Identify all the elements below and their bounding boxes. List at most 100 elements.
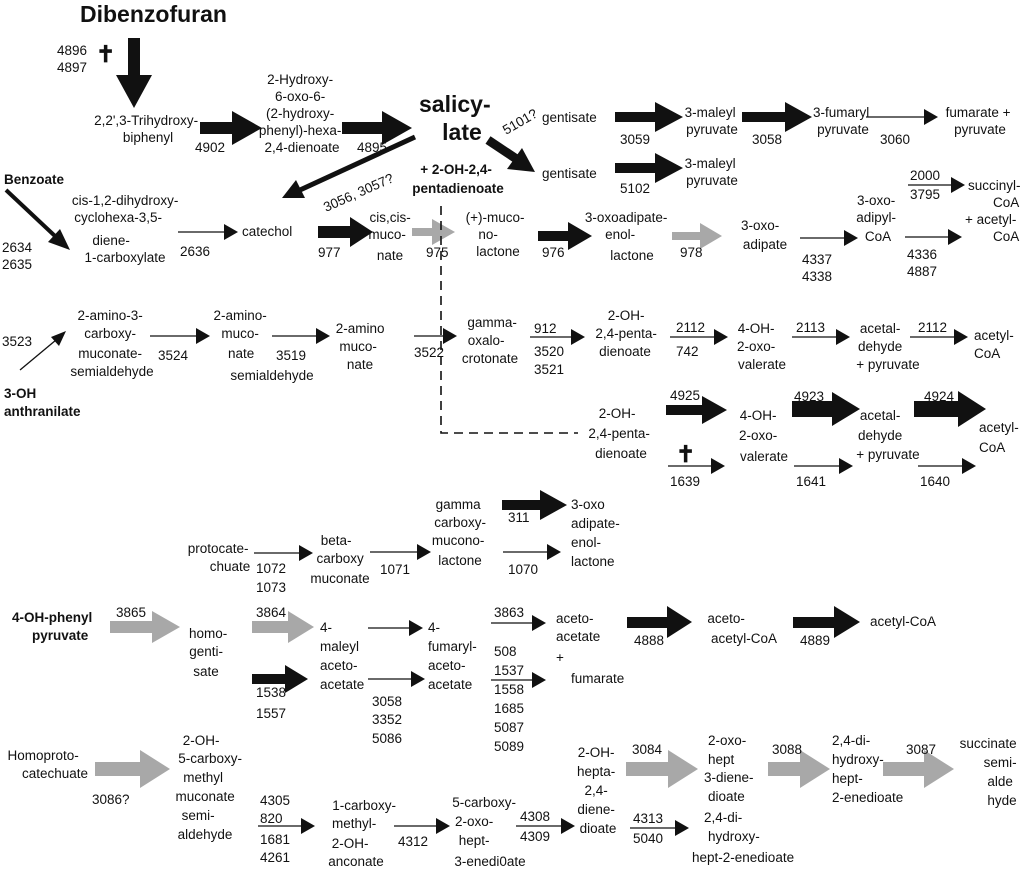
compound-dihydroxyhept: 2,4-di- hydroxy- hept- 2-enedioate: [832, 733, 903, 805]
enzyme-3863: 3863: [494, 605, 524, 620]
arrowhead-oxoadipate-to-coa: [844, 230, 858, 246]
arrowhead-4305: [301, 818, 315, 834]
compound-gammacarboxy: gamma carboxy- mucono- lactone: [432, 497, 490, 568]
enzyme-2112b: 2112: [918, 320, 947, 335]
arrow-pent-to-valerate-low: [666, 396, 727, 424]
enzyme-4312: 4312: [398, 834, 428, 849]
compound-maleylacetoacetate: 4- maleyl aceto- acetate: [320, 620, 364, 692]
arrow-catechol-to-muconate: [318, 217, 373, 247]
compound-ohpentadienoate-low: 2-OH- 2,4-penta- dienoate: [588, 406, 653, 461]
compound-muconolactone: (+)-muco- no- lactone: [466, 210, 529, 259]
compound-catechol: catechol: [242, 224, 292, 239]
arrow-valerate-to-acetal-low: [792, 392, 860, 426]
compound-homogentisate: homo- genti- sate: [189, 626, 231, 679]
compound-acetylcoa-hg: acetyl-CoA: [870, 614, 936, 629]
enzyme-742: 742: [676, 344, 699, 359]
compound-acetaldehyde-mid: acetal- dehyde + pyruvate: [856, 321, 919, 372]
enzyme-4923: 4923: [794, 389, 824, 404]
compound-ohpentadienoate-top: + 2-OH-2,4- pentadienoate: [412, 162, 504, 196]
arrowhead-coa-to-succinyl: [951, 177, 965, 193]
enzyme-2634: 2634 2635: [2, 240, 36, 272]
enzyme-3522: 3522: [414, 345, 444, 360]
arrowhead-salicylate-to-gentisate: [507, 148, 535, 172]
arrow-3084: [626, 750, 698, 788]
compound-homoprotocatechuate: Homoproto- catechuate: [7, 748, 88, 781]
compound-acetaldehyde-low: acetal- dehyde + pyruvate: [856, 408, 919, 462]
arrow-dibenzofuran-to-thb: [116, 38, 152, 108]
compound-protocatechuate: protocate- chuate: [188, 541, 253, 574]
arrow-benzoate: [4, 188, 58, 239]
arrow-homogentisate-to-maleyl: [252, 611, 314, 643]
compound-acetoacetate: aceto- acetate + fumarate: [556, 611, 624, 686]
enzyme-2112a: 2112: [676, 320, 705, 335]
compound-carboxyoxohept: 5-carboxy- 2-oxo- hept- 3-enedi0ate: [452, 795, 525, 869]
enzyme-3519: 3519: [276, 348, 306, 363]
enzyme-1640: 1640: [920, 474, 950, 489]
arrow-hopda-to-salicylate: [342, 111, 412, 145]
enzyme-976: 976: [542, 245, 565, 260]
arrowhead-maleyl-to-fumaryl-aa: [409, 620, 423, 636]
enzyme-4313: 4313 5040: [633, 811, 667, 846]
arrowhead-amino3: [443, 328, 457, 344]
compound-ohoxovalerate-mid: 4-OH- 2-oxo- valerate: [737, 321, 786, 372]
compound-amino-semialdehyde: 2-amino- muco- nate semialdehyde: [213, 308, 313, 383]
arrow-muconate-to-muconolactone: [412, 219, 455, 245]
cross-mark-1639: ✝: [676, 441, 695, 467]
arrow-maleyl-to-fumaryl: [742, 102, 812, 132]
arrow-4888: [627, 606, 692, 638]
arrowhead-ohanthranilate: [51, 331, 66, 346]
arrowhead-1640: [962, 458, 976, 474]
arrowhead-proto-to-betacarboxy: [299, 545, 313, 561]
enzyme-4889: 4889: [800, 633, 830, 648]
enzyme-3088: 3088: [772, 742, 802, 757]
compound-ohphenylpyruvate: 4-OH-phenyl pyruvate: [12, 610, 96, 643]
enzyme-3059: 3059: [620, 132, 650, 147]
enzyme-3060: 3060: [880, 132, 910, 147]
arrow-3088: [768, 750, 830, 788]
enzyme-3058b: 3058 3352 5086: [372, 694, 406, 746]
arrowhead-amino2: [316, 328, 330, 344]
compound-betacarboxy: beta- carboxy muconate: [310, 533, 369, 586]
compound-ohpentadienoate-mid: 2-OH- 2,4-penta- dienoate: [595, 308, 660, 359]
arrowhead-oxalo-to-pent: [571, 329, 585, 345]
enzyme-4895: 4895: [357, 140, 387, 155]
arrowhead-4312: [436, 818, 450, 834]
compound-dihydroxyhept-low: 2,4-di- hydroxy- hept-2-enedioate: [692, 810, 794, 865]
arrowhead-dihydroxy-to-catechol: [224, 224, 238, 240]
arrow-1538: [252, 665, 308, 693]
enzyme-1639: 1639: [670, 474, 700, 489]
enzyme-912: 912 3520 3521: [534, 321, 568, 377]
compound-acetoacetylcoa: aceto- acetyl-CoA: [707, 611, 777, 646]
enzyme-3864: 3864: [256, 605, 287, 620]
arrowhead-pent-to-valerate: [714, 329, 728, 345]
arrow-acetal-to-acetyl-low: [914, 391, 986, 427]
enzyme-1641: 1641: [796, 474, 826, 489]
compound-ohoxovalerate-low: 4-OH- 2-oxo- valerate: [739, 408, 788, 464]
arrowhead-508: [532, 672, 546, 688]
enzyme-4896: 4896 4897: [57, 43, 91, 75]
enzyme-508: 508 1537 1558 1685 5087 5089: [494, 644, 528, 754]
arrowhead-salicylate-to-catechol: [282, 180, 305, 198]
arrowhead-benzoate: [48, 229, 70, 250]
compound-oxoadipate-enol: 3-oxoadipate- enol- lactone: [585, 210, 671, 263]
arrowhead-1070: [547, 544, 561, 560]
enzyme-5101: 5101?: [500, 106, 540, 138]
compound-muconate: cis,cis- muco- nate: [368, 210, 414, 263]
enzyme-2113: 2113: [796, 320, 825, 335]
arrow-thb-to-hopda: [200, 111, 262, 145]
arrowhead-4313: [675, 820, 689, 836]
arrowhead-valerate-to-acetal: [836, 329, 850, 345]
arrowhead-4308: [561, 818, 575, 834]
enzyme-4888: 4888: [634, 633, 664, 648]
compound-oxoadipate: 3-oxo- adipate: [741, 218, 787, 252]
arrowhead-maleyl-to-fumaryl-aa2: [411, 671, 425, 687]
arrow-salicylate-to-gentisate: [485, 136, 521, 164]
compound-acetylcoa-mid: acetyl- CoA: [974, 328, 1018, 361]
compound-carboxymethylmuconate: 2-OH- 5-carboxy- methyl muconate semi- a…: [175, 733, 245, 842]
compound-acetylcoa-low: acetyl- CoA: [979, 420, 1023, 455]
arrow-gentisate-to-maleylpyruvate-1: [615, 102, 683, 132]
enzyme-3086: 3086?: [92, 792, 130, 807]
enzyme-3524: 3524: [158, 348, 189, 363]
enzyme-4925: 4925: [670, 388, 700, 403]
